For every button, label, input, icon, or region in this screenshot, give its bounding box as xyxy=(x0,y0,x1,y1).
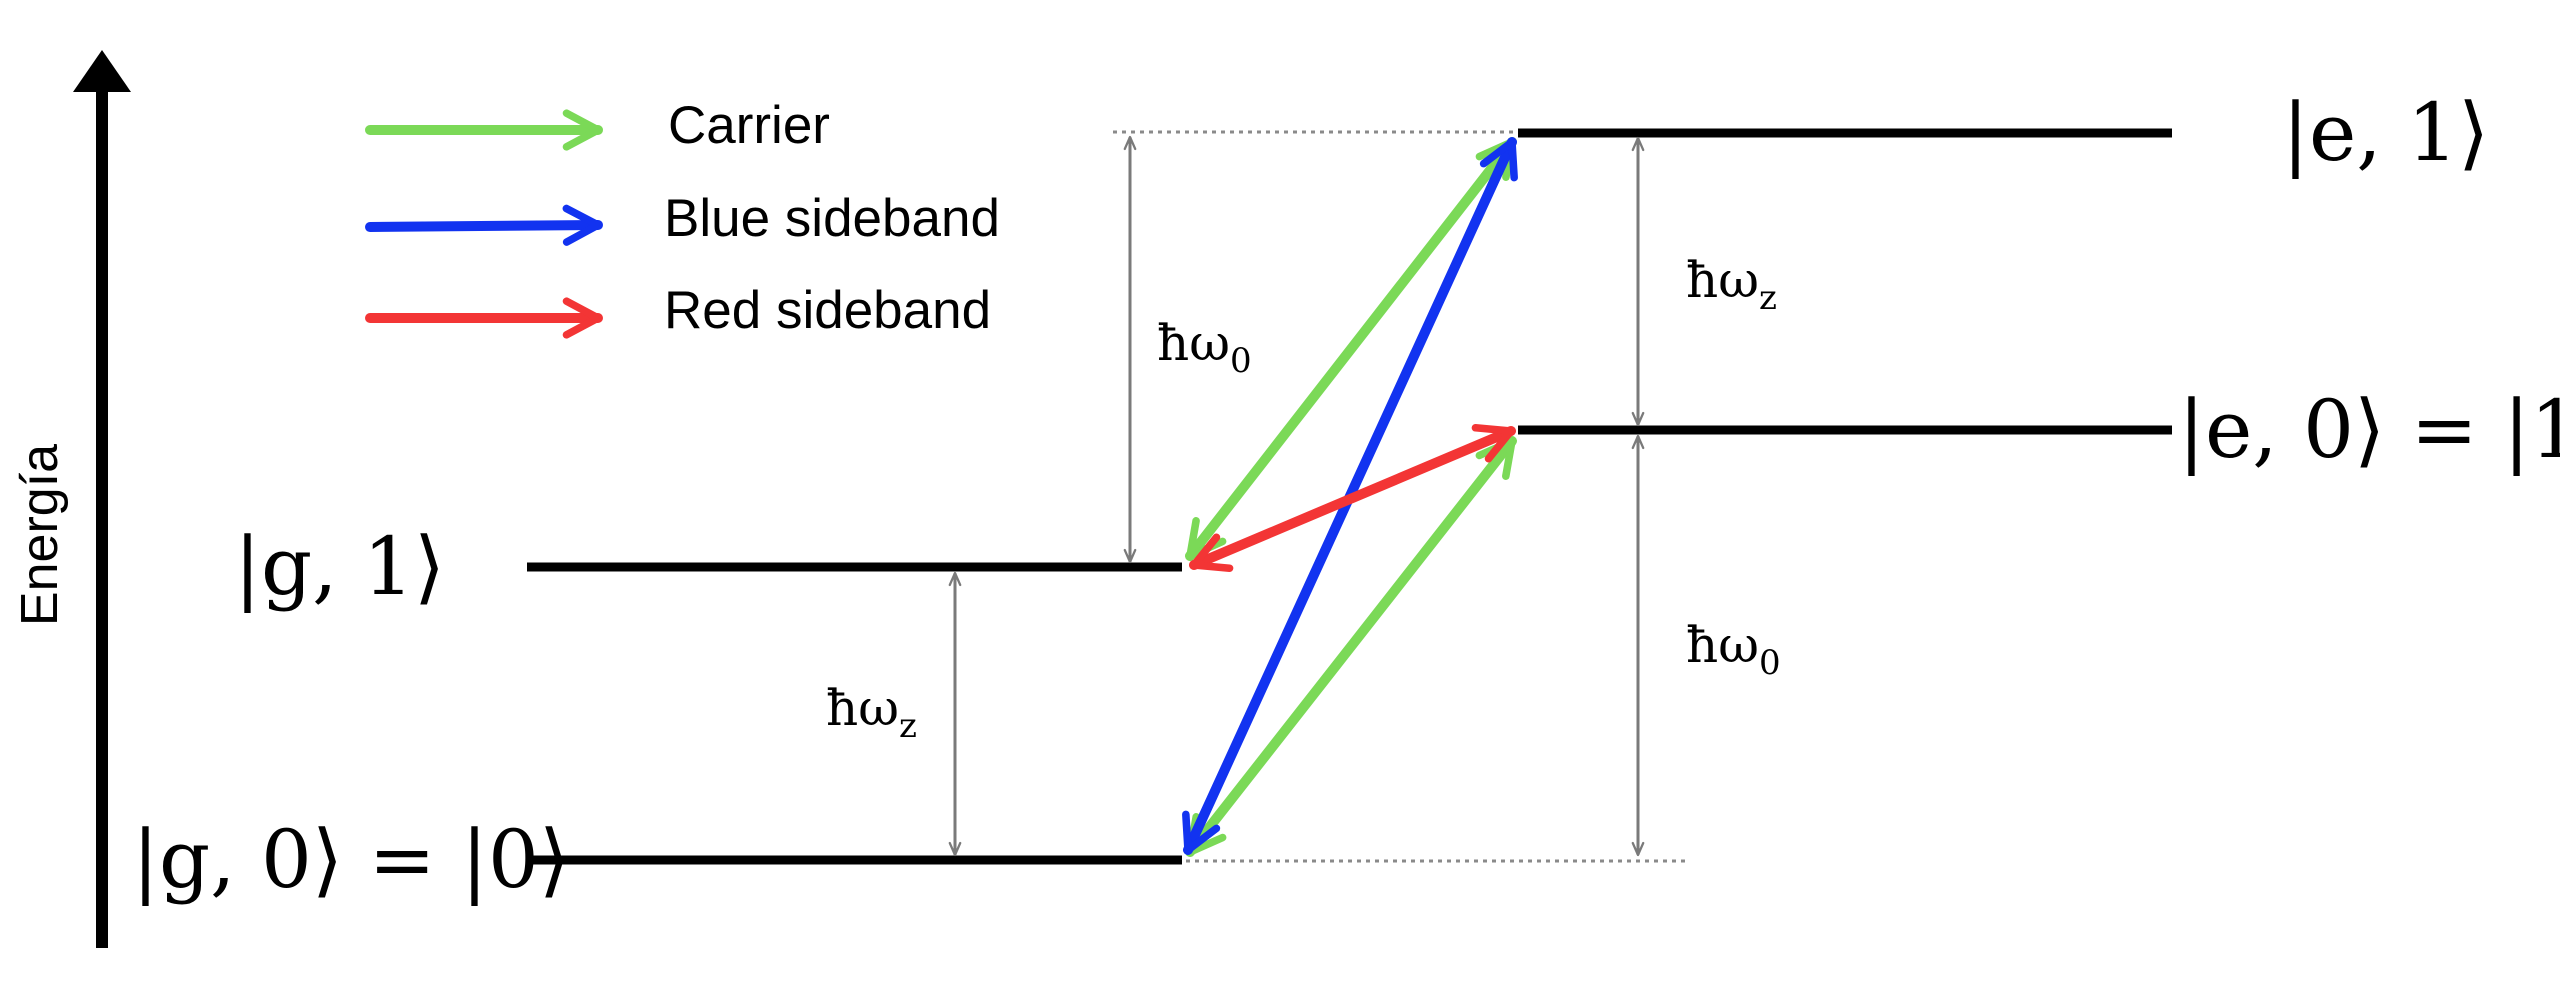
gap-label-left-w0-sub: 0 xyxy=(1230,341,1252,381)
label-e0: |e, 0⟩ = |1⟩ xyxy=(2178,383,2560,476)
gap-label-left-wz: ħωz xyxy=(826,679,917,746)
legend: Carrier Blue sideband Red sideband xyxy=(365,96,1000,340)
legend-blue-sideband-arrow xyxy=(365,204,603,246)
gap-label-right-w0-main: ħω xyxy=(1686,616,1759,674)
energy-axis-label: Energía xyxy=(11,444,69,626)
label-e1: |e, 1⟩ xyxy=(2282,86,2489,179)
legend-carrier-label: Carrier xyxy=(668,96,830,155)
gap-label-left-wz-main: ħω xyxy=(826,679,899,737)
energy-axis: Energía xyxy=(11,50,131,948)
gap-label-right-wz-sub: z xyxy=(1759,278,1777,318)
gap-label-right-wz-main: ħω xyxy=(1686,251,1759,309)
level-labels: |e, 1⟩ |e, 0⟩ = |1⟩ |g, 1⟩ |g, 0⟩ = |0⟩ xyxy=(132,86,2560,906)
energy-gaps: ħωz ħω0 ħωz ħω0 xyxy=(826,135,1781,857)
gap-label-right-w0: ħω0 xyxy=(1686,616,1781,683)
gap-label-right-w0-sub: 0 xyxy=(1759,643,1781,683)
red-sideband-transition-g1-e0 xyxy=(1189,424,1516,572)
energy-levels xyxy=(527,128,2172,865)
transitions xyxy=(1182,137,1518,857)
energy-axis-arrowhead xyxy=(73,50,131,92)
label-g0: |g, 0⟩ = |0⟩ xyxy=(132,813,570,906)
label-g1: |g, 1⟩ xyxy=(234,520,445,613)
legend-red-sideband-label: Red sideband xyxy=(664,281,991,340)
gap-label-left-wz-sub: z xyxy=(899,706,917,746)
legend-blue-sideband-label: Blue sideband xyxy=(664,189,1000,248)
gap-label-right-wz: ħωz xyxy=(1686,251,1777,318)
gap-label-left-w0-main: ħω xyxy=(1157,314,1230,372)
gap-label-left-w0: ħω0 xyxy=(1157,314,1252,381)
